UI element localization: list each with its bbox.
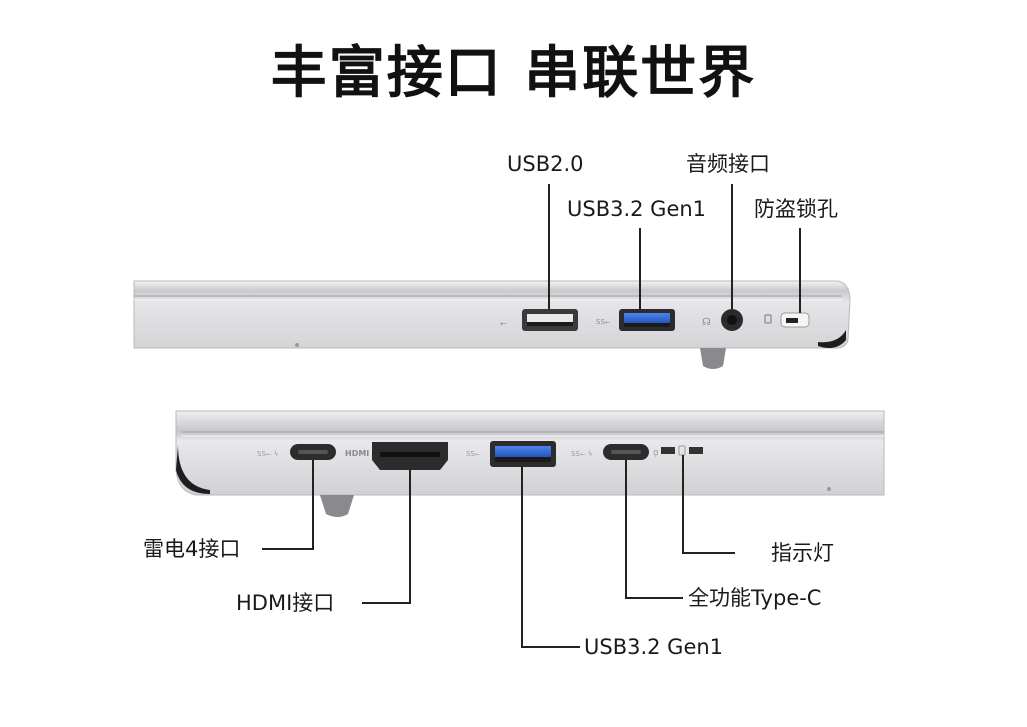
- ss-thunderbolt-icon: SS⭠ ϟ: [257, 450, 278, 458]
- usb-symbol-icon: ⭠: [500, 319, 507, 329]
- lock-slot: [764, 312, 810, 328]
- usb32-bottom-port: SS⭠: [466, 441, 556, 467]
- laptop-right-side: [133, 280, 851, 369]
- label-typec: 全功能Type-C: [688, 586, 822, 610]
- ss-usb-icon: SS⭠: [596, 318, 611, 326]
- label-thunderbolt: 雷电4接口: [143, 537, 241, 561]
- label-usb20: USB2.0: [507, 152, 584, 176]
- bottom-callout-lines: [262, 455, 735, 648]
- power-light-icon: ϙ: [653, 448, 659, 458]
- lock-icon: [764, 314, 772, 324]
- usb20-port: ⭠: [500, 309, 578, 331]
- hdmi-port: HDMI: [345, 442, 448, 470]
- label-audio: 音频接口: [686, 152, 770, 176]
- label-hdmi: HDMI接口: [236, 591, 335, 615]
- audio-jack: ☊: [702, 309, 743, 331]
- top-callout-lines: [548, 184, 801, 313]
- usb32-top-port: SS⭠: [596, 309, 675, 331]
- typec-port: SS⭠ ϟ: [571, 444, 649, 460]
- thunderbolt-port: SS⭠ ϟ: [257, 444, 336, 460]
- ss-typec-icon: SS⭠ ϟ: [571, 450, 592, 458]
- headphone-icon: ☊: [702, 317, 711, 328]
- label-indicator: 指示灯: [771, 541, 834, 565]
- hdmi-mark: HDMI: [345, 449, 369, 458]
- label-usb32-bottom: USB3.2 Gen1: [584, 635, 724, 659]
- ss-usb-icon: SS⭠: [466, 450, 481, 458]
- label-lock: 防盗锁孔: [754, 197, 838, 221]
- page-title: 丰富接口 串联世界: [270, 41, 757, 106]
- label-usb32-top: USB3.2 Gen1: [567, 197, 707, 221]
